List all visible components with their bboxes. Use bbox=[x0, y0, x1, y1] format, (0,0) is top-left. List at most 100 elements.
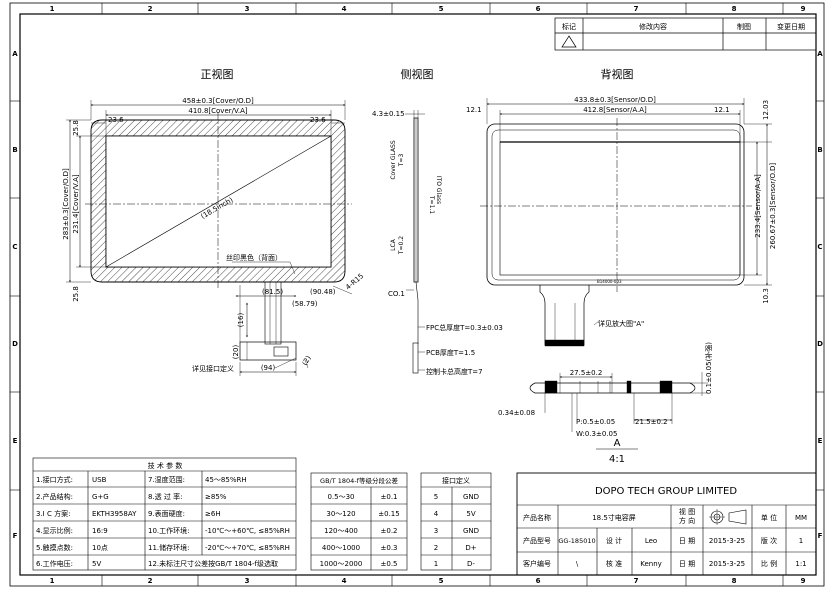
tol-value-3: ±0.2 bbox=[381, 527, 398, 535]
row-label-f: F bbox=[13, 532, 18, 540]
front-top-margin: 25.8 bbox=[72, 120, 80, 136]
side-ito-glass: ITO Glass bbox=[435, 176, 442, 204]
usb-connector bbox=[273, 346, 289, 357]
side-lca: LCA bbox=[390, 238, 397, 251]
version-value: 1 bbox=[799, 537, 803, 545]
tol-value-4: ±0.3 bbox=[381, 544, 398, 552]
side-control-height: 控制卡总高度T=7 bbox=[426, 367, 483, 376]
spec-value-3: EKTH3958AY bbox=[92, 510, 137, 518]
back-sensor-aa-width: 412.8[Sensor/A.A] bbox=[583, 106, 647, 114]
date-label-2: 日 期 bbox=[679, 560, 695, 568]
front-control-board bbox=[239, 341, 297, 361]
spec-label-11: 11.储存环境: bbox=[148, 543, 190, 552]
warning-triangle-icon bbox=[561, 35, 577, 48]
tol-range-3: 120～400 bbox=[324, 527, 358, 535]
front-silk-label: 丝印黑色（背面） bbox=[226, 253, 282, 262]
front-dim-16: (16) bbox=[237, 313, 245, 328]
scale-value: 1:1 bbox=[795, 560, 806, 568]
spec-value-10: -10℃～+60℃, ≤85%RH bbox=[205, 527, 290, 535]
spec-label-8: 8.透 过 率: bbox=[148, 492, 183, 501]
detail-reinforce: 0.1±0.05(补强) bbox=[704, 342, 713, 394]
col-label-8-bottom: 8 bbox=[732, 577, 737, 585]
grid-ticks bbox=[10, 3, 824, 586]
tol-range-2: 30～120 bbox=[326, 510, 355, 518]
front-diagonal bbox=[105, 135, 332, 268]
customer-label: 客户编号 bbox=[523, 559, 551, 568]
date-label-1: 日 期 bbox=[679, 537, 695, 545]
col-label-9-bottom: 9 bbox=[801, 577, 806, 585]
spec-value-4: 16:9 bbox=[92, 527, 108, 535]
product-name-value: 18.5寸电容屏 bbox=[592, 513, 636, 522]
version-label: 版 次 bbox=[761, 536, 777, 545]
side-lca-thickness: T=0.2 bbox=[398, 236, 405, 255]
designer-value: Leo bbox=[645, 537, 657, 545]
model-value: GG-185010 bbox=[558, 537, 595, 545]
front-fpc-tail bbox=[264, 281, 282, 345]
customer-value: \ bbox=[576, 560, 579, 568]
detail-dim-275: 27.5±0.2 bbox=[570, 369, 603, 377]
back-small-label: B14000-003 bbox=[597, 279, 622, 284]
side-cover-thickness: T=3 bbox=[398, 154, 405, 168]
back-fpc-tail bbox=[539, 285, 590, 346]
col-label-2: 2 bbox=[148, 5, 153, 13]
col-label-1-bottom: 1 bbox=[50, 577, 55, 585]
pin-num-5: 5 bbox=[434, 493, 438, 501]
pin-sig-1: D- bbox=[467, 560, 475, 568]
detail-dim-215: 21.5±0.2 bbox=[635, 418, 668, 426]
col-label-3-bottom: 3 bbox=[245, 577, 250, 585]
pin-sig-3: GND bbox=[463, 527, 479, 535]
col-label-3: 3 bbox=[245, 5, 250, 13]
tolerance-title: GB/T 1804-f等级分段公差 bbox=[320, 476, 398, 485]
front-dim-2: (2) bbox=[301, 354, 313, 367]
col-label-8: 8 bbox=[732, 5, 737, 13]
row-label-b: B bbox=[12, 146, 17, 154]
col-label-5-bottom: 5 bbox=[439, 577, 444, 585]
front-va-width: 410.8[Cover/V.A] bbox=[188, 107, 248, 115]
view-direction-label-2: 方 向 bbox=[679, 516, 695, 525]
spec-label-3: 3.I C 方案: bbox=[36, 509, 70, 518]
pin-num-4: 4 bbox=[434, 510, 439, 518]
col-label-4-bottom: 4 bbox=[342, 577, 347, 585]
side-thickness: 4.3±0.15 bbox=[372, 110, 405, 118]
pin-table bbox=[420, 472, 492, 571]
front-dim-20: (20) bbox=[232, 345, 240, 360]
front-dim-9048: (90.48) bbox=[310, 288, 336, 296]
back-top-margin: 12.03 bbox=[762, 100, 770, 120]
rev-header-mark: 标记 bbox=[562, 22, 576, 31]
pin-sig-5: GND bbox=[463, 493, 479, 501]
spec-value-7: 45～85%RH bbox=[205, 476, 247, 484]
row-label-c: C bbox=[12, 243, 17, 251]
date-value-1: 2015-3-25 bbox=[709, 537, 745, 545]
side-control-board bbox=[412, 342, 419, 374]
front-bottom-margin: 25.8 bbox=[72, 286, 80, 302]
back-view-title: 背视图 bbox=[601, 67, 634, 81]
front-cover-height: 283±0.3[Cover/O.D] bbox=[62, 168, 70, 240]
row-label-f-right: F bbox=[818, 532, 823, 540]
pin-num-1: 1 bbox=[434, 560, 438, 568]
detail-name: A bbox=[614, 438, 621, 449]
spec-label-1: 1.接口方式: bbox=[36, 475, 73, 484]
spec-value-8: ≥85% bbox=[205, 493, 227, 501]
back-detail-ref: 详见放大图"A" bbox=[598, 319, 644, 328]
designer-label: 设 计 bbox=[606, 536, 622, 545]
front-border-right: 23.6 bbox=[310, 116, 326, 124]
revision-table: 标记 修改内容 制图 变更日期 bbox=[554, 17, 817, 51]
spec-value-9: ≥6H bbox=[205, 510, 221, 518]
spec-value-5: 10点 bbox=[92, 544, 108, 552]
tolerance-table bbox=[310, 472, 408, 571]
tol-range-4: 400～1000 bbox=[322, 544, 360, 552]
row-label-e: E bbox=[13, 437, 18, 445]
row-label-d-right: D bbox=[817, 340, 823, 348]
back-sensor-aa-height: 233.4[Sensor/A.A] bbox=[754, 174, 762, 238]
col-label-5: 5 bbox=[439, 5, 444, 13]
detail-width: W:0.3±0.05 bbox=[576, 430, 617, 438]
company-name: DOPO TECH GROUP LIMITED bbox=[595, 486, 737, 497]
view-direction-label: 视 图 bbox=[679, 507, 695, 516]
side-ito-thickness: T=1.1 bbox=[428, 195, 435, 214]
spec-label-9: 9.表面硬度: bbox=[148, 509, 185, 518]
side-profile bbox=[413, 117, 419, 283]
checker-value: Kenny bbox=[640, 560, 662, 568]
side-cover-glass: Cover GLASS bbox=[390, 140, 397, 180]
spec-label-12: 12.未标注尺寸公差按GB/T 1804-f级选取 bbox=[148, 559, 278, 568]
